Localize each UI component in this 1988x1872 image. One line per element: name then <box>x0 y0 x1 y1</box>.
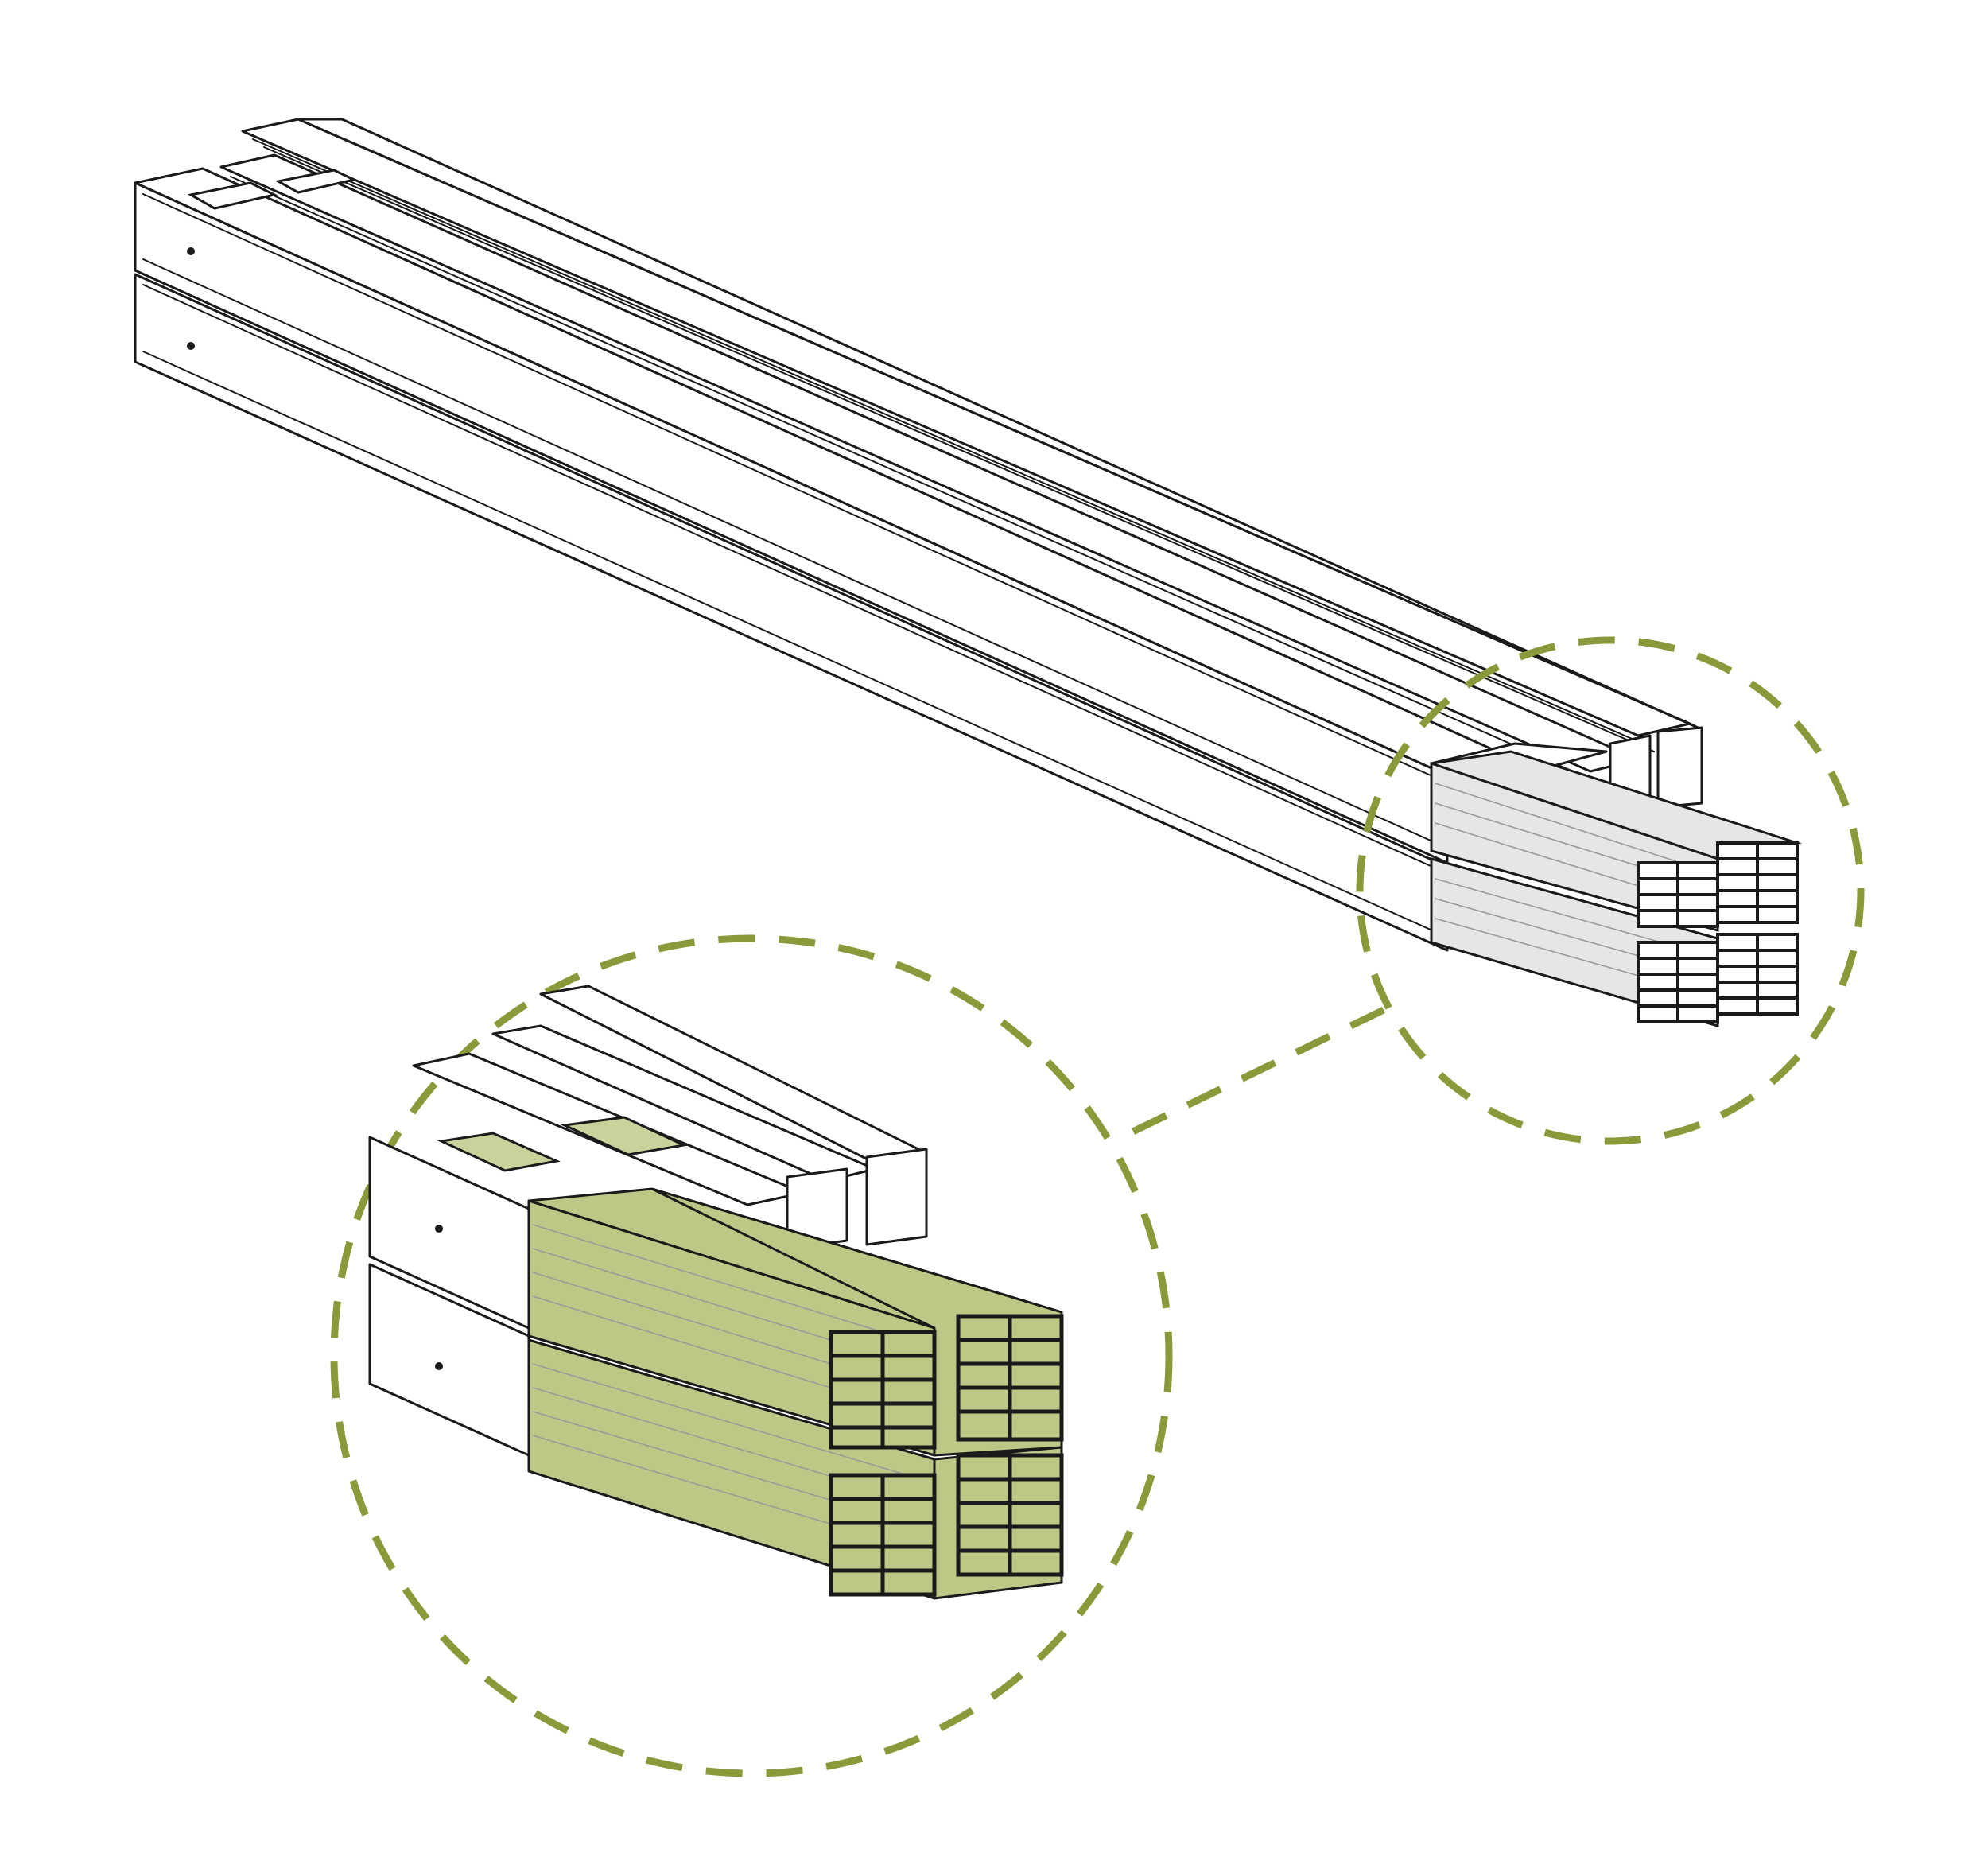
frame-end-cap <box>865 1148 928 1246</box>
tube-bundle-far-end <box>1430 726 1802 1027</box>
callout-circle-small <box>1356 636 1865 1145</box>
frame-beam-front-upper <box>134 167 1516 864</box>
tube-ends-far <box>1637 841 1799 1023</box>
detail-view <box>368 985 1064 1600</box>
bolt-hole <box>187 342 195 350</box>
bolt-hole <box>435 1362 443 1370</box>
frame-beam-assembly <box>134 118 1802 1027</box>
tube-ends-detail <box>829 1314 1064 1597</box>
callout-leader-line <box>1112 1006 1385 1145</box>
callout-circle-large <box>330 934 1173 1777</box>
slot-highlight <box>560 1116 688 1156</box>
bolt-hole <box>187 247 195 255</box>
frame-beam-front-lower <box>134 273 1456 952</box>
slot-highlight <box>437 1132 561 1172</box>
bolt-hole <box>435 1225 443 1233</box>
